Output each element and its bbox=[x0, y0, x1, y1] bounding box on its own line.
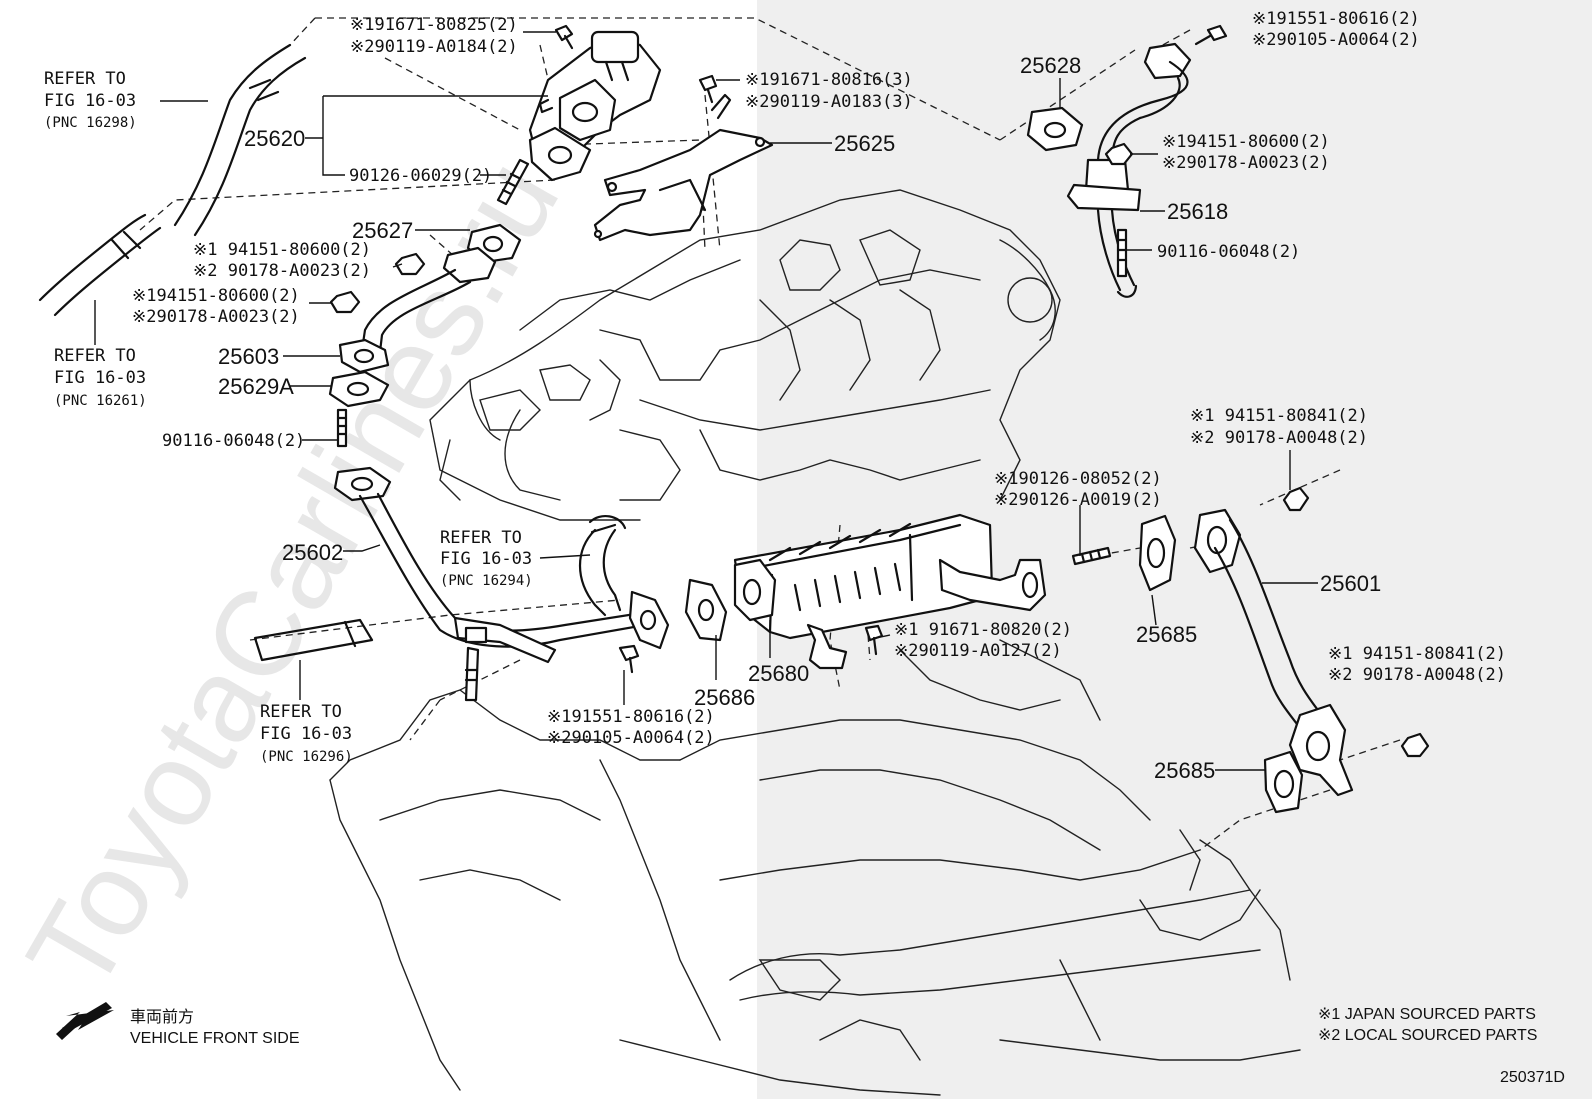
fastener-label: ※1 91671-80820(2) bbox=[894, 620, 1072, 640]
fastener-label: ※290178-A0023(2) bbox=[132, 307, 300, 327]
leader-lines bbox=[94, 31, 1318, 771]
ref-label-2-line2: FIG 16-03 bbox=[54, 368, 146, 388]
fastener-label: ※290119-A0127(2) bbox=[894, 641, 1062, 661]
part-number-25685-upper: 25685 bbox=[1136, 622, 1197, 647]
gasket-25629a bbox=[328, 370, 390, 408]
ref-label-4-pnc: (PNC 16296) bbox=[260, 749, 353, 765]
ref-label-3-line2: FIG 16-03 bbox=[440, 549, 532, 569]
nut-icon bbox=[1282, 486, 1310, 512]
hose-upper-left bbox=[173, 43, 307, 237]
fastener-label: ※2 90178-A0048(2) bbox=[1328, 665, 1506, 685]
legend-japan-sourced: ※1 JAPAN SOURCED PARTS bbox=[1318, 1006, 1536, 1023]
part-number-25628: 25628 bbox=[1020, 53, 1081, 78]
fastener-label: ※290105-A0064(2) bbox=[547, 728, 715, 748]
pipe-25603 bbox=[338, 246, 497, 374]
pipe-25601 bbox=[1193, 508, 1354, 797]
gasket-25685-lower bbox=[1263, 750, 1304, 814]
bolt-icon bbox=[698, 74, 718, 104]
fastener-label: ※191671-80816(3) bbox=[745, 70, 913, 90]
vehicle-front-label-en: VEHICLE FRONT SIDE bbox=[130, 1030, 300, 1047]
part-number-25602: 25602 bbox=[282, 540, 343, 565]
ref-label-4-line2: FIG 16-03 bbox=[260, 724, 352, 744]
fastener-label: 90116-06048(2) bbox=[1157, 242, 1300, 262]
fastener-label: ※290119-A0183(3) bbox=[745, 92, 913, 112]
vehicle-front-label-jp: 車両前方 bbox=[130, 1008, 194, 1026]
bolt-icon bbox=[864, 624, 884, 656]
fastener-label: ※191551-80616(2) bbox=[1252, 9, 1420, 29]
part-number-25620: 25620 bbox=[244, 126, 305, 151]
bolt-icon bbox=[554, 24, 574, 50]
engine-block-drawing bbox=[329, 189, 1301, 1096]
fastener-label: ※2 90178-A0023(2) bbox=[193, 261, 371, 281]
gasket-25628 bbox=[1026, 106, 1084, 152]
part-number-25603: 25603 bbox=[218, 344, 279, 369]
fastener-label: ※190126-08052(2) bbox=[994, 469, 1162, 489]
nut-icon bbox=[1400, 732, 1430, 758]
stud-icon bbox=[1071, 546, 1112, 566]
fastener-label: 90116-06048(2) bbox=[162, 431, 305, 451]
part-number-25627: 25627 bbox=[352, 218, 413, 243]
fastener-label: 90126-06029(2) bbox=[349, 166, 492, 186]
ref-label-4-line1: REFER TO bbox=[260, 702, 342, 722]
fastener-label: ※290105-A0064(2) bbox=[1252, 30, 1420, 50]
ref-label-3-line1: REFER TO bbox=[440, 528, 522, 548]
fastener-label: ※191551-80616(2) bbox=[547, 707, 715, 727]
part-number-25625: 25625 bbox=[834, 131, 895, 156]
egr-cooler-25680 bbox=[733, 513, 1047, 670]
hose-lower-left bbox=[253, 618, 374, 662]
part-number-25680: 25680 bbox=[748, 661, 809, 686]
pipe-25602 bbox=[333, 466, 670, 702]
part-number-25686: 25686 bbox=[694, 685, 755, 710]
nut-icon bbox=[394, 252, 426, 276]
bolt-icon bbox=[618, 644, 640, 674]
stud-icon bbox=[496, 158, 530, 206]
ref-label-1-pnc: (PNC 16298) bbox=[44, 115, 137, 131]
diagram-code: 250371D bbox=[1500, 1069, 1565, 1086]
ref-label-1-line1: REFER TO bbox=[44, 69, 126, 89]
gasket-25685-upper bbox=[1138, 514, 1177, 592]
stud-icon bbox=[336, 408, 348, 448]
ref-label-1-line2: FIG 16-03 bbox=[44, 91, 136, 111]
fastener-label: ※290119-A0184(2) bbox=[350, 37, 518, 57]
hose-center bbox=[578, 514, 627, 617]
pipe-25618 bbox=[1066, 42, 1192, 298]
fastener-label: ※194151-80600(2) bbox=[132, 286, 300, 306]
ref-label-3-pnc: (PNC 16294) bbox=[440, 573, 533, 589]
fastener-label: ※1 94151-80600(2) bbox=[193, 240, 371, 260]
gasket-25686 bbox=[684, 578, 728, 642]
part-number-25629a: 25629A bbox=[218, 374, 294, 399]
hose-mid-left bbox=[38, 213, 162, 317]
ref-label-2-line1: REFER TO bbox=[54, 346, 136, 366]
arrow-down-left-icon bbox=[56, 1002, 114, 1040]
fastener-label: ※290126-A0019(2) bbox=[994, 490, 1162, 510]
ref-label-2-pnc: (PNC 16261) bbox=[54, 393, 147, 409]
nut-icon bbox=[1104, 142, 1134, 166]
stud-icon bbox=[1116, 228, 1128, 278]
part-number-25685-lower: 25685 bbox=[1154, 758, 1215, 783]
fastener-label: ※1 94151-80841(2) bbox=[1190, 406, 1368, 426]
fastener-label: ※191671-80825(2) bbox=[350, 15, 518, 35]
fastener-label: ※1 94151-80841(2) bbox=[1328, 644, 1506, 664]
fastener-label: ※2 90178-A0048(2) bbox=[1190, 428, 1368, 448]
fastener-label: ※194151-80600(2) bbox=[1162, 132, 1330, 152]
legend-local-sourced: ※2 LOCAL SOURCED PARTS bbox=[1318, 1027, 1537, 1044]
fastener-label: ※290178-A0023(2) bbox=[1162, 153, 1330, 173]
bolt-icon bbox=[1194, 24, 1228, 46]
part-number-25618: 25618 bbox=[1167, 199, 1228, 224]
part-number-25601: 25601 bbox=[1320, 571, 1381, 596]
nut-icon bbox=[329, 290, 361, 314]
egr-valve-25620 bbox=[528, 30, 662, 182]
bracket-25625 bbox=[593, 93, 774, 242]
